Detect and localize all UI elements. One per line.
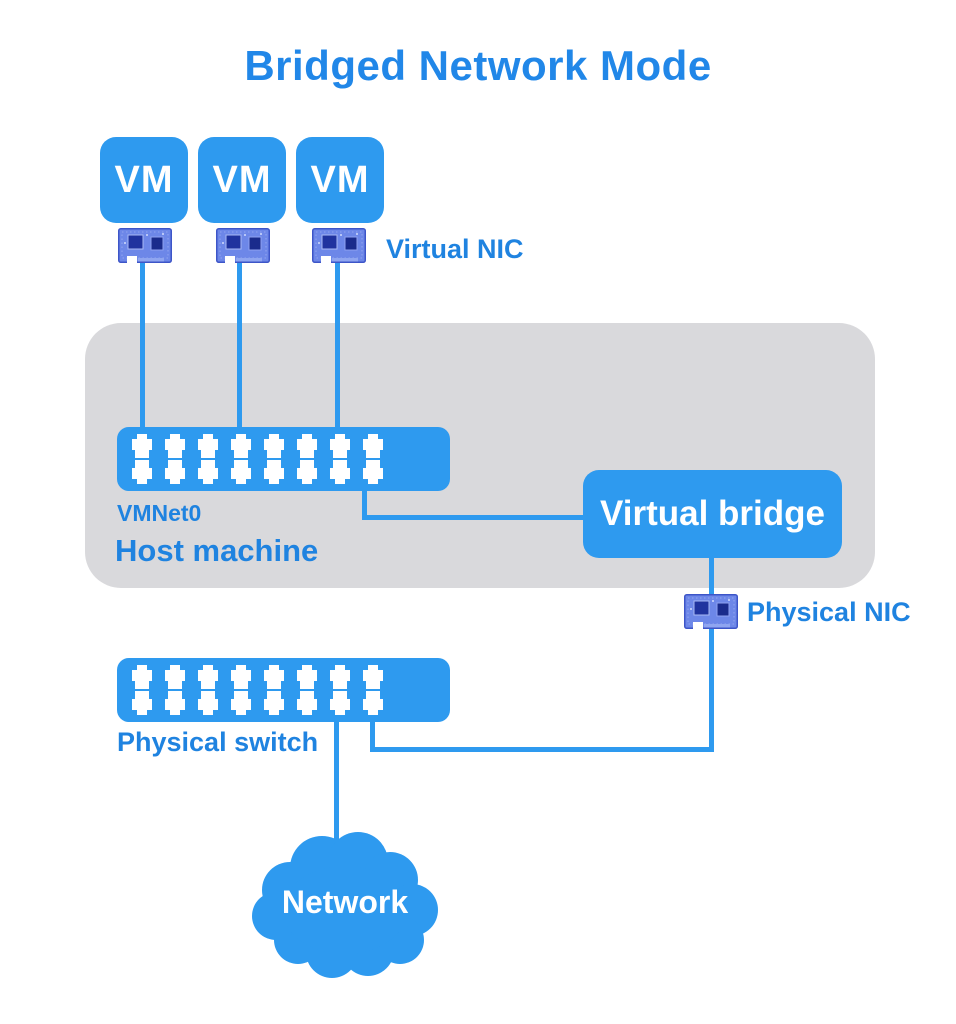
page-title: Bridged Network Mode	[244, 42, 712, 89]
physical-switch-label: Physical switch	[117, 727, 319, 757]
virtual-bridge-label: Virtual bridge	[600, 494, 825, 533]
virtual-bridge-box: Virtual bridge	[583, 470, 842, 558]
connector-vm3-to-vmnet0	[335, 262, 340, 430]
connector-switch-to-network	[334, 722, 339, 840]
physical-nic-network-card-icon	[684, 594, 738, 630]
virtual-nic-1-network-card-icon	[118, 228, 172, 264]
vm-2-label: VM	[212, 158, 272, 201]
connector-physical-switch-stub	[370, 722, 375, 752]
virtual-nic-2-network-card-icon	[216, 228, 270, 264]
physical-switch-icon	[117, 658, 450, 722]
cloud-icon	[252, 832, 438, 978]
network-cloud: Network	[250, 828, 440, 978]
host-machine-label: Host machine	[115, 533, 319, 568]
virtual-nic-label: Virtual NIC	[386, 234, 524, 264]
virtual-nic-3-network-card-icon	[312, 228, 366, 264]
connector-physical-horizontal	[370, 747, 714, 752]
vm-3-label: VM	[310, 158, 370, 201]
vm-1-label: VM	[114, 158, 174, 201]
connector-vmnet0-to-bridge	[362, 515, 583, 520]
vmnet0-switch-icon	[117, 427, 450, 491]
vmnet0-label: VMNet0	[117, 500, 202, 526]
vm-box-3: VM	[296, 137, 384, 223]
vm-box-1: VM	[100, 137, 188, 223]
connector-bridge-to-physical-nic	[709, 558, 714, 596]
connector-vm1-to-vmnet0	[140, 262, 145, 430]
connector-physical-nic-down	[709, 628, 714, 752]
vm-box-2: VM	[198, 137, 286, 223]
vmnet0-switch-ports-icon	[132, 434, 383, 484]
connector-vmnet0-down	[362, 491, 367, 520]
physical-nic-label: Physical NIC	[747, 597, 911, 627]
connector-vm2-to-vmnet0	[237, 262, 242, 430]
network-label: Network	[281, 884, 409, 920]
physical-switch-ports-icon	[132, 665, 383, 715]
